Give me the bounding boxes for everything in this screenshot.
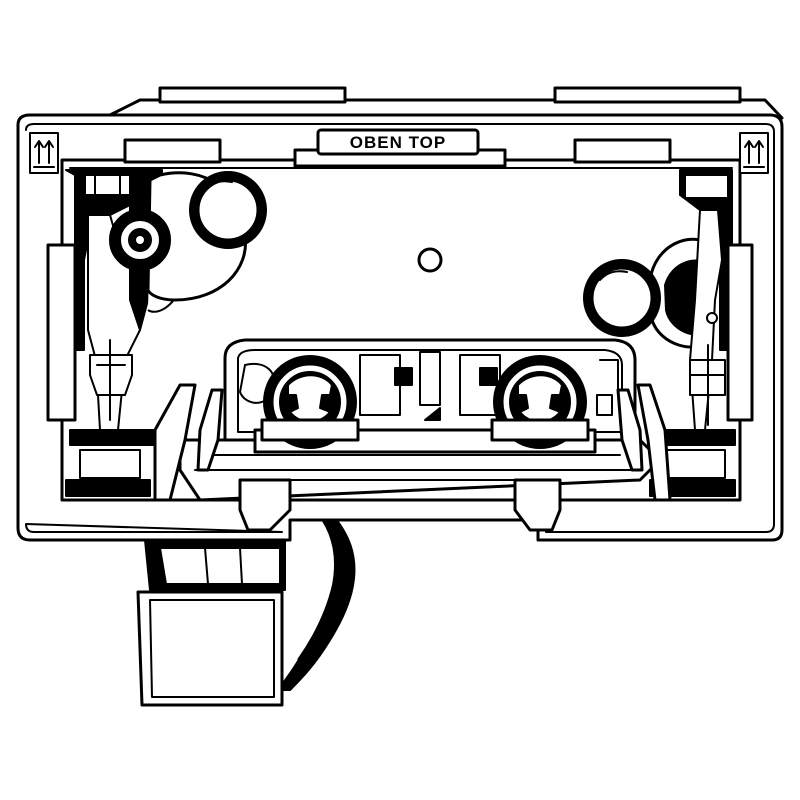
terminal-clamp-right	[490, 355, 590, 449]
this-side-up-arrows-icon	[29, 132, 59, 174]
lower-cable	[144, 484, 356, 691]
connector-block	[136, 590, 284, 707]
screw-upper-left	[189, 171, 267, 249]
center-mounting-hole	[417, 247, 443, 273]
cavity-top-tabs	[123, 138, 672, 164]
orientation-label: OBEN TOP	[350, 133, 446, 152]
screw-right	[583, 259, 661, 337]
terminal-clamp-left	[260, 355, 360, 449]
orientation-label-plate: OBEN TOP	[293, 128, 507, 168]
this-side-up-arrows-icon	[739, 132, 769, 174]
bottom-latches	[153, 383, 672, 532]
